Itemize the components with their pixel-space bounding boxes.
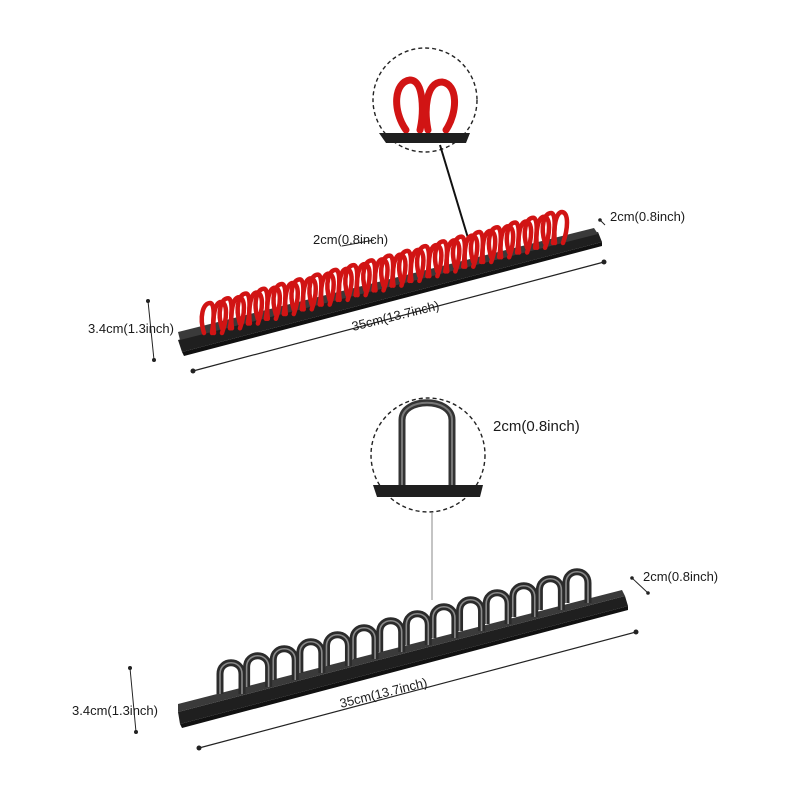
top-zoom-rail	[379, 133, 470, 143]
black-u-clip	[296, 638, 326, 673]
top-rack: 2cm(0.8inch) 2cm(0.8inch) 3.4cm(1.3inch)…	[88, 47, 685, 374]
top-zoom-clip	[393, 76, 459, 134]
top-zoom-leader	[439, 144, 469, 239]
black-u-clip	[456, 596, 486, 631]
bottom-zoom-callout	[370, 397, 486, 600]
bottom-rack: 2cm(0.8inch) 2cm(0.8inch) 3.4cm(1.3inch)	[72, 397, 718, 751]
black-u-clip	[349, 624, 379, 659]
black-u-clip	[243, 652, 273, 687]
top-clip-pitch-dimension: 2cm(0.8inch)	[313, 232, 388, 247]
bottom-clip-width-label: 2cm(0.8inch)	[493, 418, 580, 435]
bottom-clips	[216, 568, 592, 694]
black-u-clip	[269, 645, 299, 680]
top-height-dimension: 3.4cm(1.3inch)	[88, 299, 174, 362]
bottom-height-label: 3.4cm(1.3inch)	[72, 703, 158, 718]
black-u-clip	[376, 617, 406, 652]
bottom-rail-depth-label: 2cm(0.8inch)	[643, 569, 718, 584]
top-zoom-callout	[372, 47, 478, 239]
bottom-rail-depth-dimension: 2cm(0.8inch)	[630, 569, 718, 595]
top-clips	[199, 209, 570, 336]
black-u-clip	[216, 659, 246, 694]
black-u-clip	[482, 589, 512, 624]
bottom-height-dimension: 3.4cm(1.3inch)	[72, 666, 158, 734]
black-u-clip	[562, 568, 592, 603]
bottom-zoom-rail	[373, 485, 483, 497]
top-height-label: 3.4cm(1.3inch)	[88, 321, 174, 336]
top-clip-pitch-label: 2cm(0.8inch)	[313, 232, 388, 247]
black-u-clip	[402, 610, 432, 645]
black-u-clip	[509, 582, 539, 617]
red-loop-clip	[540, 209, 570, 246]
top-rail-depth-label: 2cm(0.8inch)	[610, 209, 685, 224]
black-u-clip	[429, 603, 459, 638]
top-rail-depth-dimension: 2cm(0.8inch)	[598, 209, 685, 226]
black-u-clip	[535, 575, 565, 610]
black-u-clip	[322, 631, 352, 666]
